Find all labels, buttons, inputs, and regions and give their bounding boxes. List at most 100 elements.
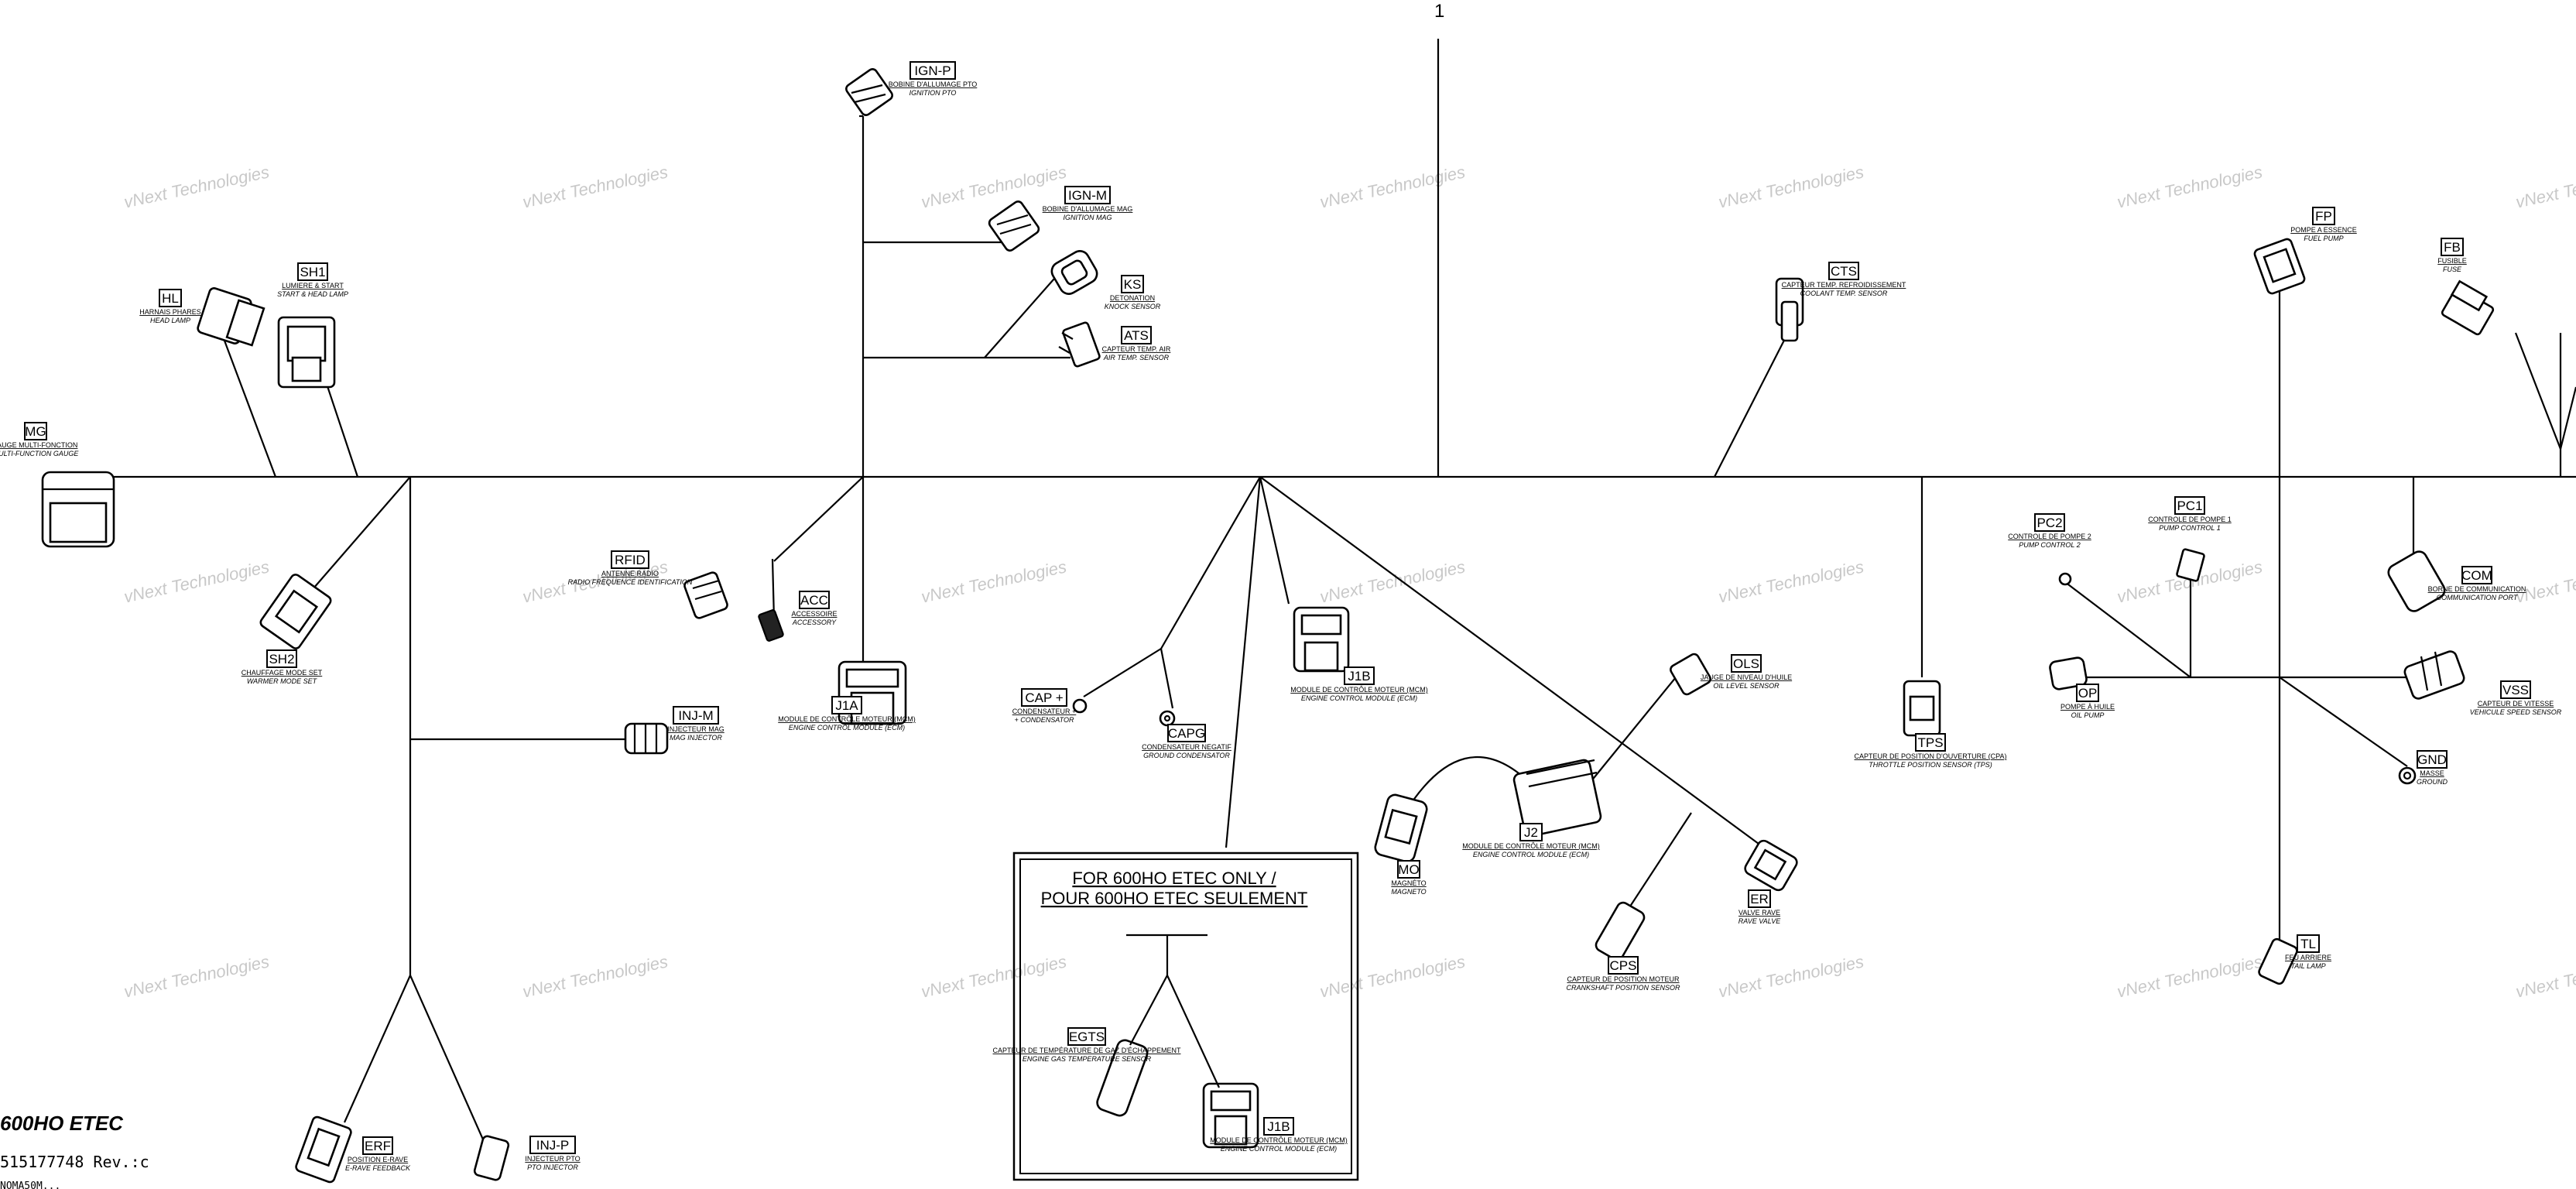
connector-code: ERF (365, 1139, 391, 1153)
connector-french-desc: JAUGE DE NIVEAU D'HUILE (1701, 673, 1792, 681)
connector-code: ATS (1124, 328, 1149, 343)
connector-french-desc: BORNE DE COMMUNICATION (2428, 585, 2526, 593)
connector-french-desc: CAPTEUR DE TEMPÉRATURE DE GAZ D'ÉCHAPPEM… (993, 1047, 1181, 1054)
connector-sh1-body (277, 316, 336, 389)
connector-code: MO (1398, 862, 1419, 877)
connector-french-desc: HARNAIS PHARES (139, 308, 201, 316)
connector-acc-body (758, 609, 784, 642)
connector-erf-body (295, 1115, 352, 1184)
connector-english-desc: HEAD LAMP (150, 317, 190, 324)
connector-french-desc: MODULE DE CONTRÔLE MOTEUR (MCM) (1462, 842, 1600, 850)
connector-french-desc: ACCESSOIRE (791, 610, 837, 618)
connector-cts-body (1775, 277, 1804, 342)
connector-code: TL (2300, 937, 2316, 951)
connector-code: SH1 (300, 265, 325, 279)
connector-op-body (2049, 656, 2088, 690)
connector-english-desc: MAG INJECTOR (670, 734, 722, 742)
connector-english-desc: ENGINE CONTROL MODULE (ECM) (1301, 694, 1417, 702)
connector-french-desc: CAPTEUR DE POSITION MOTEUR (1567, 975, 1680, 983)
watermark: vNext Technologies (2514, 162, 2576, 211)
connector-french-desc: MAGNÉTO (1391, 879, 1426, 887)
connector-french-desc: JAUGE MULTI-FONCTION (0, 441, 77, 449)
watermark-layer: vNext Technologies vNext Technologies vNex… (122, 162, 2576, 1001)
connector-french-desc: CAPTEUR TEMP. REFROIDISSEMENT (1782, 281, 1906, 289)
connector-english-desc: THROTTLE POSITION SENSOR (TPS) (1869, 761, 1992, 769)
connector-english-desc: ENGINE CONTROL MODULE (ECM) (1473, 851, 1589, 858)
connector-code: J1A (835, 698, 858, 713)
connector-french-desc: CAPTEUR DE POSITION D'OUVERTURE (CPA) (1855, 752, 2007, 760)
inset-note-line1: FOR 600HO ETEC ONLY / (1072, 869, 1276, 888)
connector-j2-body (1512, 759, 1602, 838)
connector-english-desc: PUMP CONTROL 2 (2019, 541, 2081, 549)
connector-french-desc: BOBINE D'ALLUMAGE PTO (889, 81, 978, 88)
watermark: vNext Technologies (920, 162, 1068, 211)
watermark: vNext Technologies (2115, 162, 2264, 211)
connector-label-cap-: CAP +CONDENSATEUR ++ CONDENSATOR (1012, 688, 1076, 724)
connector-egts-body (1096, 1039, 1149, 1117)
connector-english-desc: OIL LEVEL SENSOR (1713, 682, 1780, 690)
connector-english-desc: RAVE VALVE (1738, 917, 1782, 925)
connector-code: IGN-M (1068, 188, 1107, 203)
watermark: vNext Technologies (2514, 557, 2576, 606)
watermark: vNext Technologies (1318, 162, 1467, 211)
connector-code: CPS (1610, 958, 1637, 973)
connector-j1b-body (1293, 606, 1350, 673)
connector-code: ER (1750, 892, 1769, 906)
watermark: vNext Technologies (2514, 951, 2576, 1001)
connector-code: KS (1124, 277, 1142, 292)
connector-code: J1B (1348, 669, 1370, 684)
harness-wires (46, 39, 2576, 1154)
connector-code: COM (2461, 568, 2492, 583)
watermark: vNext Technologies (1318, 951, 1467, 1001)
connector-cap-body (1072, 698, 1176, 727)
title-block: 600HO ETEC 515177748 Rev.:c NOMA50M... (0, 1112, 149, 1189)
connector-english-desc: COOLANT TEMP. SENSOR (1800, 290, 1888, 297)
watermark: vNext Technologies (2115, 951, 2264, 1001)
connector-code: OP (2078, 686, 2098, 701)
connector-english-desc: WARMER MODE SET (247, 677, 318, 685)
connector-english-desc: ENGINE CONTROL MODULE (ECM) (789, 724, 905, 732)
connector-english-desc: ENGINE GAS TEMPERATURE SENSOR (1023, 1055, 1152, 1063)
connector-code: EGTS (1069, 1030, 1105, 1044)
connector-english-desc: GROUND (2417, 778, 2448, 786)
connector-french-desc: CAPTEUR TEMP. AIR (1102, 345, 1171, 353)
watermark: vNext Technologies (1717, 951, 1865, 1001)
watermark: vNext Technologies (122, 162, 271, 211)
connector-com-body (2387, 550, 2446, 612)
connector-english-desc: GROUND CONDENSATOR (1143, 752, 1230, 759)
connector-tl-body (2258, 937, 2298, 985)
connector-english-desc: MULTI-FUNCTION GAUGE (0, 450, 79, 457)
connector-code: IGN-P (914, 63, 951, 78)
connector-english-desc: MAGNETO (1391, 888, 1426, 896)
connector-er-body (1744, 839, 1798, 892)
connector-code: CAPG (1168, 726, 1205, 741)
connector-code: OLS (1733, 656, 1759, 671)
connector-french-desc: POMPE À HUILE (2060, 703, 2115, 711)
connector-injm-body (624, 722, 669, 755)
connector-code: RFID (615, 553, 646, 567)
connector-english-desc: RADIO FREQUENCE IDENTIFICATION (568, 578, 693, 586)
connector-vss-body (2403, 650, 2465, 700)
